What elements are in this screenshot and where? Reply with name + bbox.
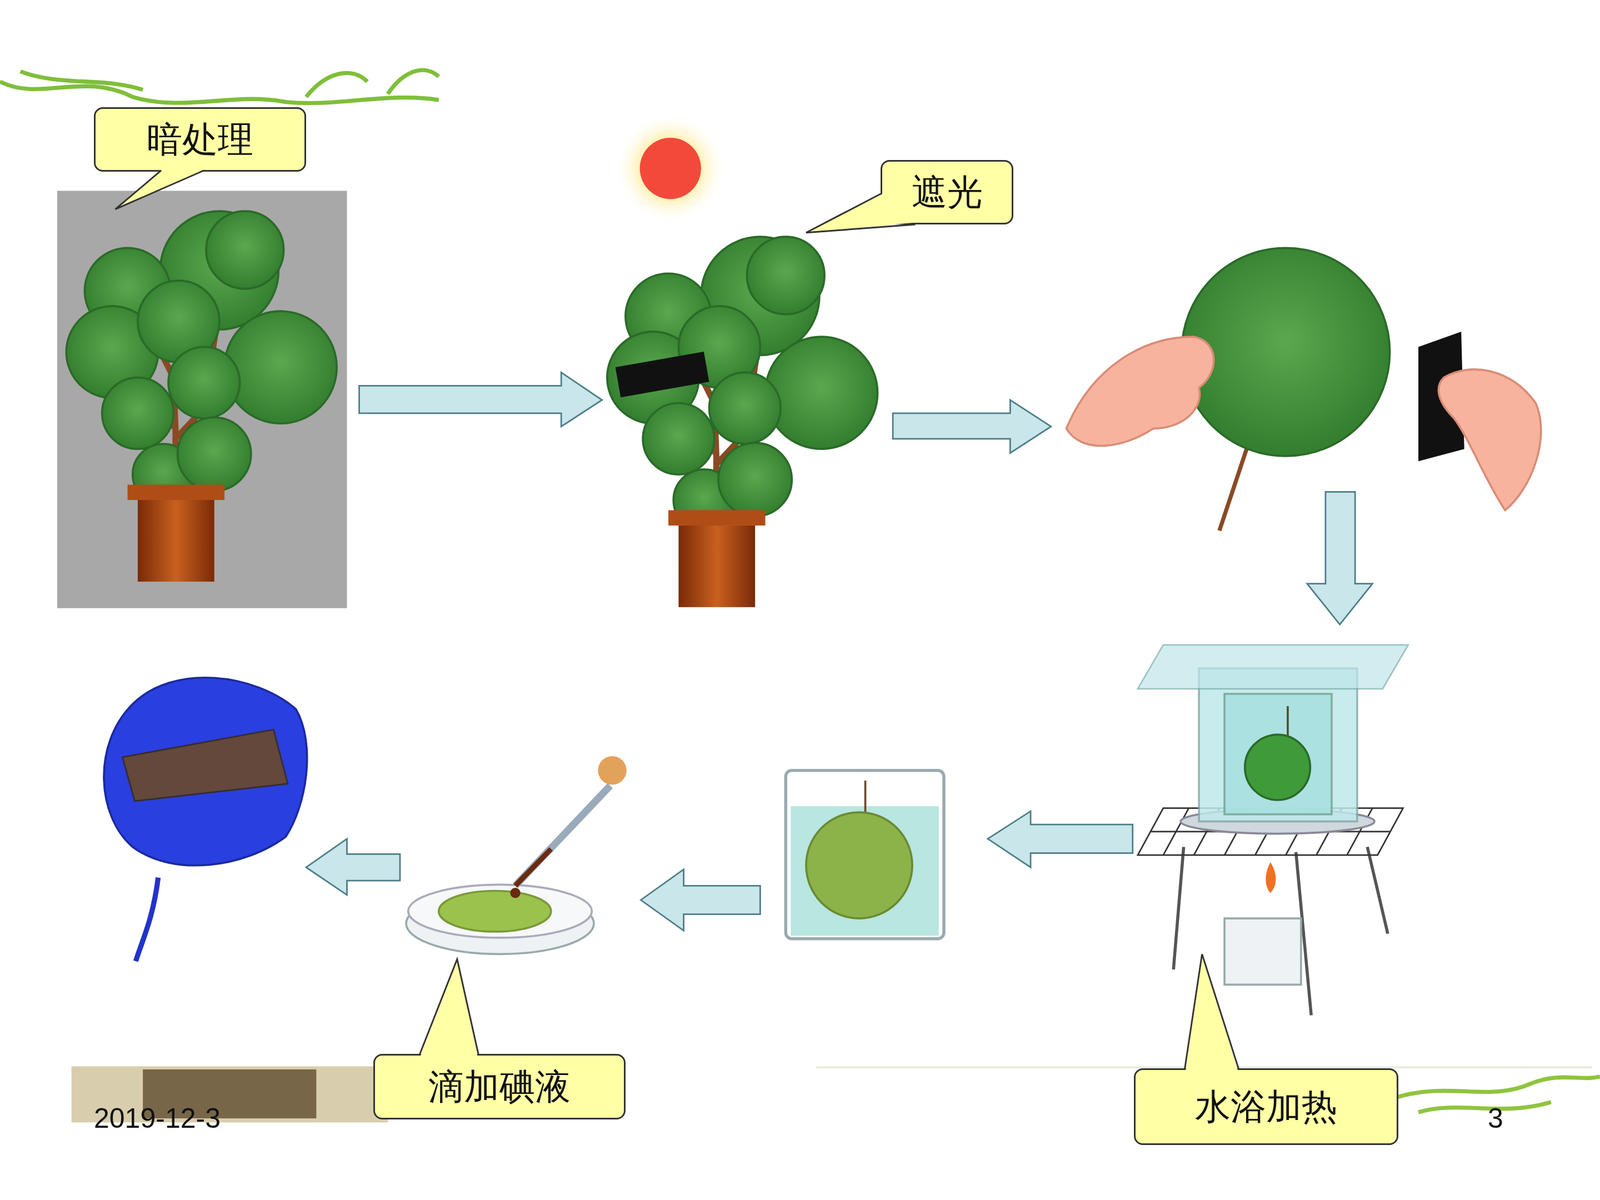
callout-text: 暗处理 [135, 115, 265, 164]
page-number: 3 [1487, 1102, 1504, 1135]
callout-box: 遮光 [880, 160, 1014, 225]
callout-text: 遮光 [900, 168, 994, 217]
callout-box: 暗处理 [93, 107, 307, 172]
callout-text: 水浴加热 [1183, 1082, 1349, 1132]
callout-text: 滴加碘液 [417, 1062, 582, 1112]
callout-box: 滴加碘液 [373, 1053, 626, 1120]
callout-box: 水浴加热 [1133, 1068, 1399, 1145]
date-label: 2019-12-3 [93, 1102, 221, 1135]
